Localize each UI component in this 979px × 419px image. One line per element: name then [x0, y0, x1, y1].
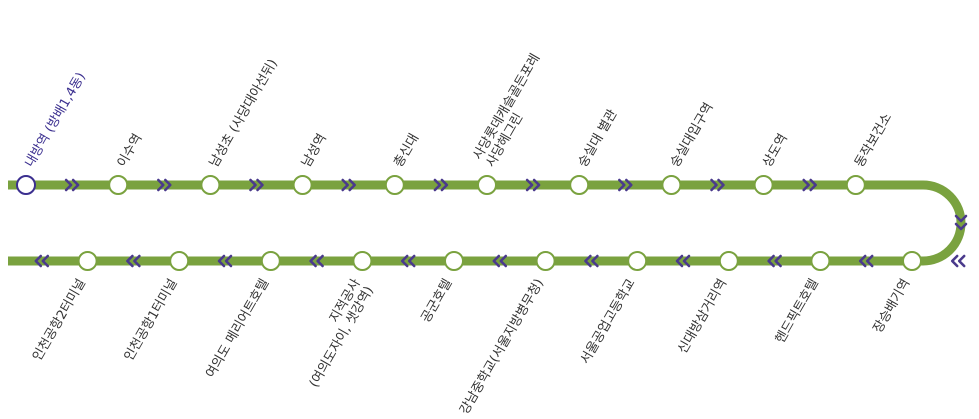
stop-marker[interactable]: [444, 251, 464, 271]
stop-marker[interactable]: [108, 175, 129, 195]
direction-arrow-left: [950, 254, 966, 268]
stop-label: 지적공사(여의도자이, 샛강역): [294, 276, 377, 390]
stop-label: 총신대: [391, 131, 422, 170]
direction-arrow-right: [433, 178, 449, 192]
stop-marker[interactable]: [352, 251, 373, 271]
direction-arrow-left: [400, 254, 416, 268]
stop-marker[interactable]: [292, 175, 313, 195]
stop-label: 동작보건소: [852, 111, 895, 170]
direction-arrow-right: [157, 178, 172, 192]
stop-marker[interactable]: [77, 251, 98, 271]
direction-arrow-left: [858, 254, 874, 268]
stop-marker[interactable]: [661, 175, 682, 195]
direction-arrow-left: [767, 254, 782, 268]
stop-marker[interactable]: [810, 251, 831, 271]
stop-label: 인천공항2터미널: [30, 277, 89, 364]
stop-label: 남성초 (사당대아선뒤): [207, 57, 281, 170]
stop-label: 강남중학교(서울지방병무청): [457, 277, 547, 418]
direction-arrow-right: [710, 178, 725, 192]
direction-arrow-left: [675, 254, 691, 268]
stop-label: 여의도 메리어트호텔: [203, 277, 272, 381]
stop-label: 상도역: [760, 131, 791, 170]
stop-label: 공군호텔: [419, 277, 456, 326]
direction-arrow-left: [217, 254, 233, 268]
stop-marker[interactable]: [260, 251, 281, 271]
stop-label: 인천공항1터미널: [122, 277, 181, 364]
stop-label: 사당롯데캐슬골든포레사당헤그린: [470, 51, 556, 170]
direction-arrow-left: [492, 254, 508, 268]
direction-arrow-right: [64, 178, 80, 192]
direction-arrow-right: [525, 178, 541, 192]
direction-arrow-right: [341, 178, 356, 192]
stop-marker[interactable]: [477, 175, 497, 195]
route-track: [8, 180, 966, 266]
stop-label: 이수역: [115, 131, 146, 170]
stop-label: 숭실대입구역: [668, 100, 717, 170]
route-line: [8, 180, 966, 266]
stop-marker[interactable]: [627, 251, 648, 271]
stop-label: 장승배기역: [871, 277, 914, 336]
stop-label: 숭실대 별관: [576, 107, 621, 170]
stop-label: 남성역: [299, 131, 330, 170]
stop-marker[interactable]: [169, 251, 190, 271]
direction-arrow-left: [309, 254, 324, 268]
stop-marker[interactable]: [845, 175, 866, 195]
direction-arrows: [34, 178, 968, 268]
direction-arrow-right: [618, 178, 633, 192]
direction-arrow-left: [34, 254, 50, 268]
stop-marker[interactable]: [535, 251, 556, 271]
stop-marker[interactable]: [384, 175, 405, 195]
stop-marker[interactable]: [200, 175, 221, 195]
current-stop-label: 내방역 (방배1,4동): [22, 70, 88, 170]
direction-arrow-down: [954, 214, 968, 231]
direction-arrow-right: [249, 178, 264, 192]
stop-marker[interactable]: [902, 251, 922, 271]
stop-label: 헨드픽트호텔: [773, 277, 822, 347]
direction-arrow-left: [584, 254, 599, 268]
stops: 내방역 (방배1,4동) 이수역 남성초 (사당대아선뒤) 남성역 총신대 사당롯데캐슬골…: [16, 51, 922, 418]
stop-marker[interactable]: [718, 251, 739, 271]
stop-label: 서울공업고등학교: [578, 276, 639, 366]
stop-marker[interactable]: [753, 175, 774, 195]
stop-label: 신대방삼거리역: [675, 277, 730, 357]
stop-marker[interactable]: [569, 175, 590, 195]
direction-arrow-right: [802, 178, 817, 192]
current-stop-marker[interactable]: [16, 175, 36, 195]
direction-arrow-left: [126, 254, 141, 268]
